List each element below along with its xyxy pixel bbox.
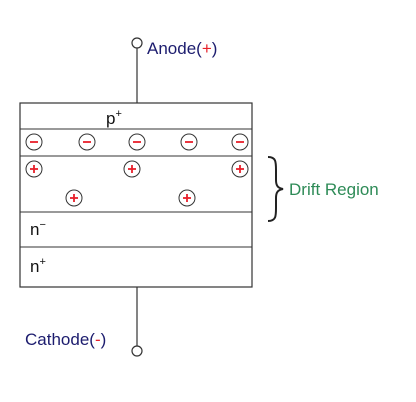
positive-charge: [25, 160, 43, 178]
drift-region-brace: [267, 156, 284, 222]
negative-charge: [25, 133, 43, 151]
n-plus-layer-label: n+: [30, 256, 46, 276]
cathode-label: Cathode(-): [25, 330, 106, 349]
negative-charge: [78, 133, 96, 151]
positive-charges: [25, 160, 249, 207]
anode-terminal: [131, 37, 143, 49]
drift-region-label: Drift Region: [289, 180, 379, 199]
negative-charge: [231, 133, 249, 151]
negative-charge: [128, 133, 146, 151]
positive-charge: [123, 160, 141, 178]
negative-charges: [25, 133, 249, 151]
positive-charge: [231, 160, 249, 178]
cathode-terminal: [131, 345, 143, 357]
anode-label: Anode(+): [147, 39, 217, 58]
positive-charge: [178, 189, 196, 207]
n-minus-layer-label: n−: [30, 219, 46, 239]
positive-charge: [65, 189, 83, 207]
device-body: [19, 102, 253, 288]
p-plus-layer-label: p+: [106, 108, 122, 128]
negative-charge: [180, 133, 198, 151]
